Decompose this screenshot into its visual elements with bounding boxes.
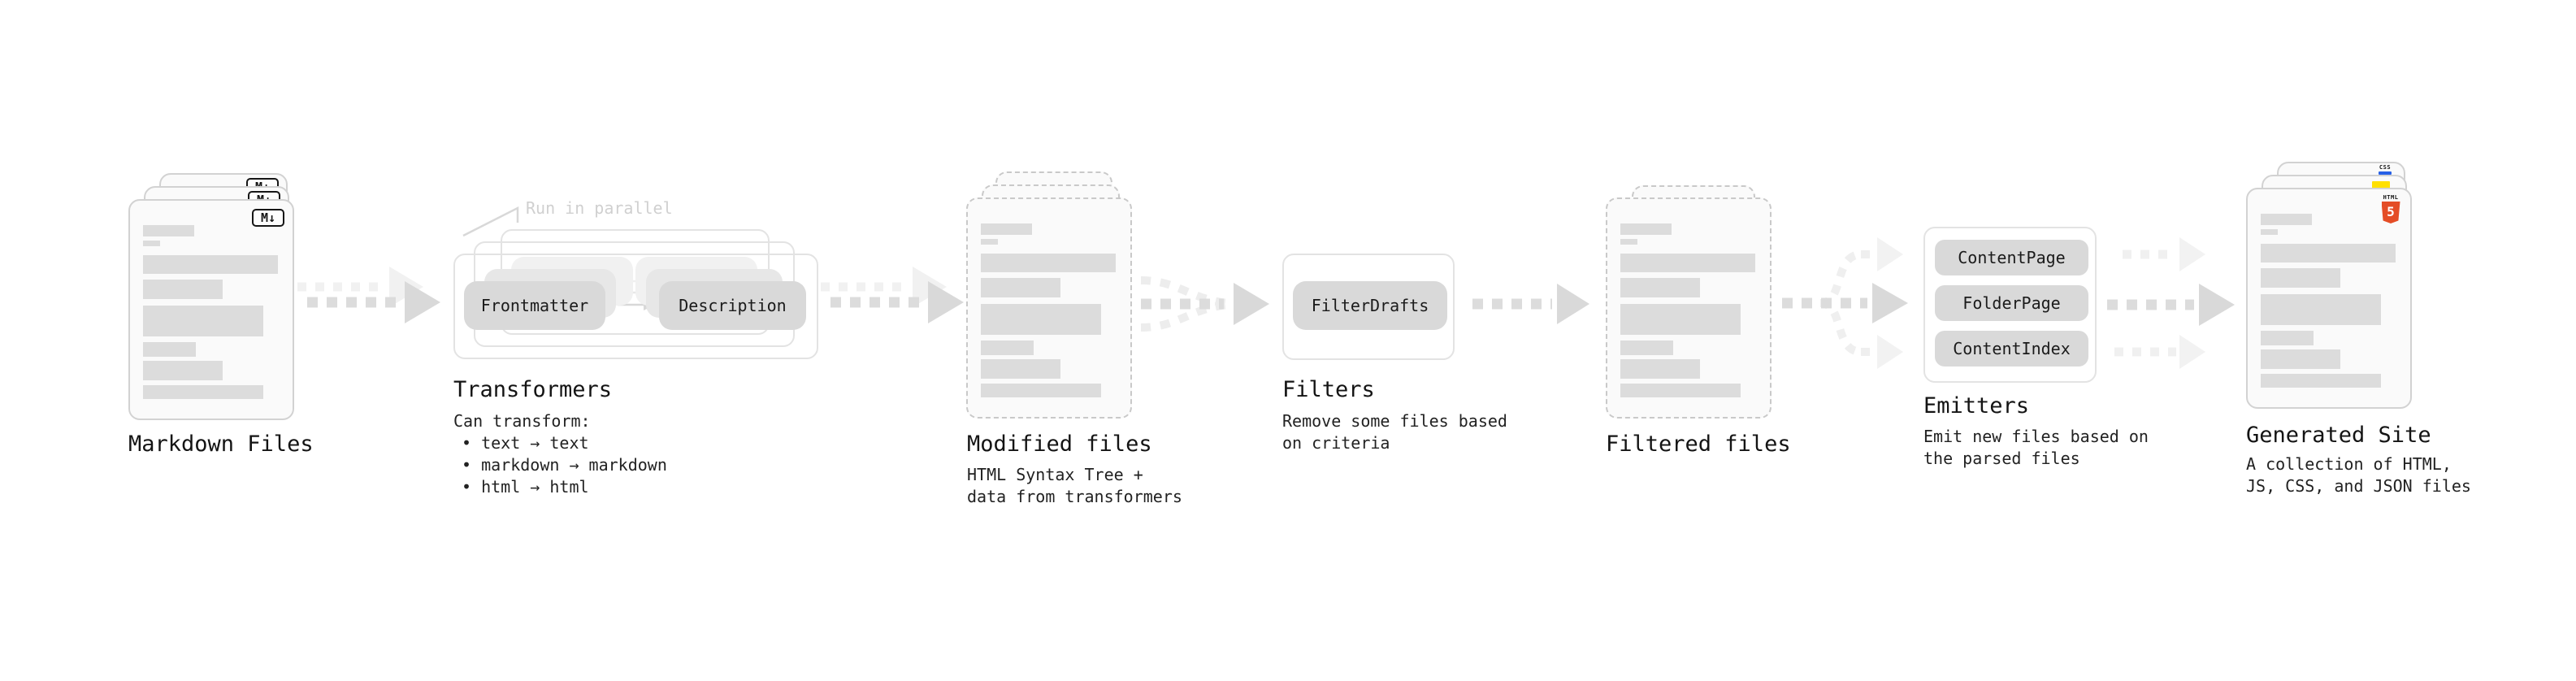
arrow-transformers-to-modified (821, 267, 964, 323)
run-in-parallel-callout-line (462, 206, 519, 237)
transformer-internal-arrows (618, 275, 655, 310)
arrow-markdown-to-transformers (297, 267, 440, 323)
arrow-filters-to-filtered (1472, 284, 1589, 324)
arrow-modified-to-filters (1140, 276, 1269, 332)
arrow-emitters-to-generated (2107, 237, 2235, 369)
arrow-filtered-to-emitters (1782, 237, 1908, 369)
